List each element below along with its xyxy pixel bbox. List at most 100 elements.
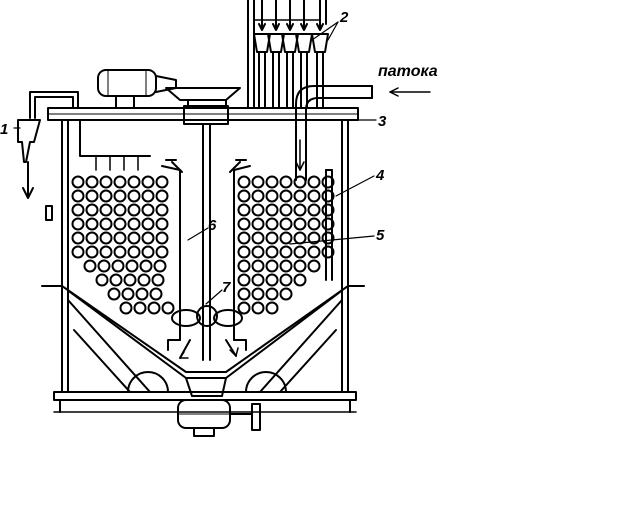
steam-cones (253, 0, 329, 109)
tube-circle (123, 273, 137, 287)
tube-circle (293, 203, 307, 217)
tube-circle (141, 175, 155, 189)
tube-circle (139, 259, 153, 273)
tube-circle (293, 245, 307, 259)
tube-circle (107, 287, 121, 301)
tube-circle (85, 231, 99, 245)
steam-cone (267, 0, 285, 109)
tube-circle (307, 259, 321, 273)
tube-circle (127, 217, 141, 231)
tube-circle (265, 301, 279, 315)
tube-circle (83, 259, 97, 273)
tube-circle (155, 245, 169, 259)
tube-circle (237, 203, 251, 217)
tube-circle (237, 231, 251, 245)
tube-circle (237, 189, 251, 203)
tube-circle (141, 203, 155, 217)
tube-circle (237, 259, 251, 273)
label-3: 3 (378, 113, 387, 130)
tube-circle (155, 189, 169, 203)
tube-circle (141, 189, 155, 203)
tube-circle (251, 301, 265, 315)
tube-circle (141, 231, 155, 245)
tube-circle (71, 203, 85, 217)
tube-circle (119, 301, 133, 315)
tube-circle (251, 273, 265, 287)
tube-circle (149, 287, 163, 301)
tube-circle (141, 245, 155, 259)
tube-circle (307, 245, 321, 259)
tube-circle (307, 203, 321, 217)
steam-cone (311, 0, 329, 109)
tube-circle (99, 189, 113, 203)
apparatus-cover (47, 107, 359, 121)
tube-circle (251, 175, 265, 189)
tube-circle (155, 217, 169, 231)
tube-circle (151, 273, 165, 287)
tube-circle (141, 217, 155, 231)
tube-circle (237, 245, 251, 259)
label-6: 6 (208, 217, 217, 234)
tube-circle (85, 175, 99, 189)
steam-cone (281, 0, 299, 109)
tube-circle (71, 245, 85, 259)
tube-circle (265, 287, 279, 301)
tube-circle (85, 189, 99, 203)
tube-circle (95, 273, 109, 287)
tube-circle (279, 273, 293, 287)
tube-circle (279, 189, 293, 203)
tube-circle (293, 189, 307, 203)
tube-circle (71, 231, 85, 245)
heating-tube-bundle (71, 175, 335, 315)
tube-circle (251, 287, 265, 301)
circulation-tube (161, 159, 251, 351)
molasses-pipe (295, 85, 431, 181)
tube-circle (121, 287, 135, 301)
tube-circle (113, 203, 127, 217)
tube-circle (113, 189, 127, 203)
label-2: 2 (339, 9, 349, 26)
tube-circle (111, 259, 125, 273)
tube-circle (155, 203, 169, 217)
tube-circle (293, 273, 307, 287)
tube-circle (155, 231, 169, 245)
tube-circle (321, 175, 335, 189)
tube-circle (99, 245, 113, 259)
label-5: 5 (376, 227, 385, 244)
tube-circle (99, 175, 113, 189)
tube-circle (113, 245, 127, 259)
trap-separator (17, 91, 79, 199)
tube-circle (251, 189, 265, 203)
tube-circle (237, 175, 251, 189)
steam-cone (253, 0, 271, 109)
tube-circle (113, 175, 127, 189)
tube-circle (113, 231, 127, 245)
tube-circle (251, 203, 265, 217)
tube-circle (71, 217, 85, 231)
tube-circle (265, 259, 279, 273)
propeller (171, 305, 243, 359)
tube-circle (265, 273, 279, 287)
tube-circle (71, 175, 85, 189)
tube-circle (133, 301, 147, 315)
tube-circle (279, 231, 293, 245)
tube-circle (279, 287, 293, 301)
tube-circle (113, 217, 127, 231)
tube-circle (293, 259, 307, 273)
outer-shell (41, 119, 365, 287)
tube-circle (85, 203, 99, 217)
tube-circle (127, 189, 141, 203)
tube-circle (265, 245, 279, 259)
stirrer-shaft (183, 105, 229, 361)
tube-circle (321, 231, 335, 245)
tube-circle (293, 231, 307, 245)
conical-bottom (61, 285, 349, 379)
tube-circle (279, 175, 293, 189)
tube-circle (251, 259, 265, 273)
label-patoka: патока (378, 63, 438, 80)
tube-circle (99, 203, 113, 217)
tube-circle (137, 273, 151, 287)
tube-circle (265, 175, 279, 189)
tube-circle (135, 287, 149, 301)
tube-circle (321, 245, 335, 259)
